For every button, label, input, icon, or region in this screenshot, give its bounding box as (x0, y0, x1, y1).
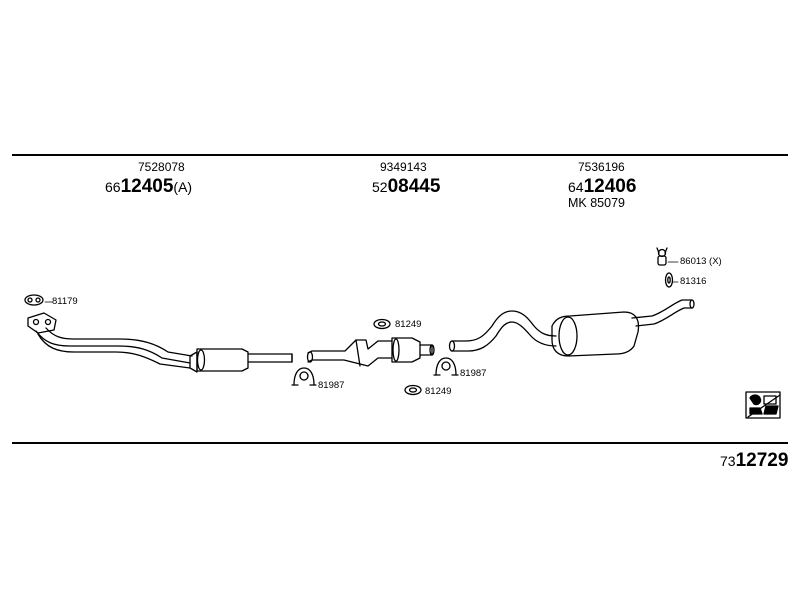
footer-part-number: 7312729 (720, 450, 788, 472)
clamp-icon-mid (433, 357, 459, 376)
callout-clamp-front: 81987 (318, 380, 345, 391)
part-number-1: 6612405(A) (105, 176, 192, 198)
part-code-3: 12406 (583, 176, 637, 197)
rear-silencer (551, 299, 695, 357)
callout-ring-upper: 81249 (395, 319, 422, 330)
flange-icon (27, 312, 57, 334)
gasket-icon (24, 294, 44, 306)
top-rule (12, 154, 788, 156)
part-number-2: 5208445 (372, 176, 440, 198)
kit-number: MK 85079 (568, 196, 625, 210)
part-number-3: 6412406 (568, 176, 636, 198)
rear-pipe (448, 310, 557, 352)
bottom-rule (12, 442, 788, 444)
ring-icon-upper (373, 318, 391, 330)
callout-clamp-mid: 81987 (460, 368, 487, 379)
callout-ring-lower: 81249 (425, 386, 452, 397)
callout-hanger-bracket: 81316 (680, 276, 707, 287)
hanger-bracket-icon (664, 272, 674, 288)
ref-number-1: 7528078 (138, 160, 185, 174)
ref-number-2: 9349143 (380, 160, 427, 174)
front-silencer (189, 348, 293, 373)
footer-prefix: 73 (720, 453, 736, 469)
ring-icon-lower (404, 384, 422, 396)
callout-gasket-front: 81179 (52, 296, 78, 307)
part-code-2: 08445 (387, 176, 441, 197)
ref-number-3: 7536196 (578, 160, 625, 174)
clamp-icon-front (291, 367, 317, 386)
part-prefix-2: 52 (372, 179, 388, 195)
vehicle-type-icon (745, 391, 781, 419)
callout-rubber-hanger: 86013 (X) (680, 256, 722, 267)
footer-code: 12729 (735, 450, 789, 471)
part-prefix-1: 66 (105, 179, 121, 195)
part-prefix-3: 64 (568, 179, 584, 195)
part-code-1: 12405 (120, 176, 174, 197)
rubber-hanger-icon (656, 247, 668, 266)
part-suffix-1: (A) (173, 179, 193, 195)
centre-silencer (306, 337, 435, 367)
front-pipe (35, 327, 193, 369)
